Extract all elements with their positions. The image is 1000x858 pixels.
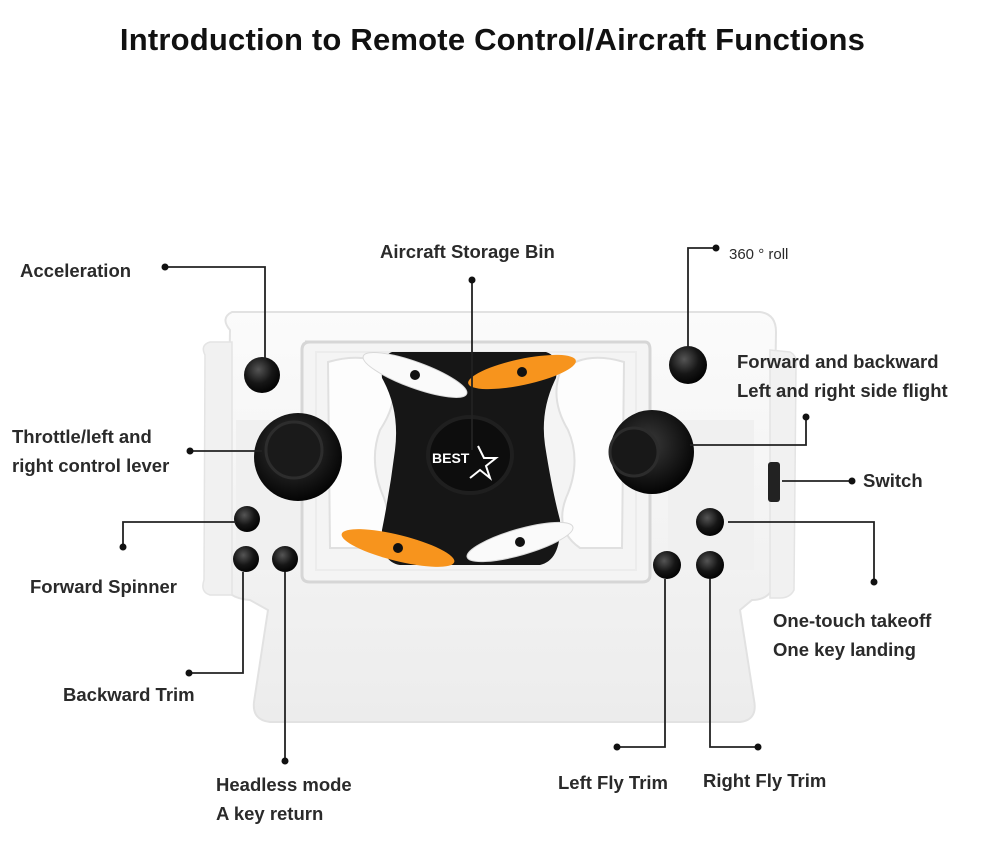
label-headless-line2: A key return: [216, 803, 324, 824]
label-left-fly-trim: Left Fly Trim: [558, 772, 668, 793]
leader-lines: [122, 247, 875, 761]
label-takeoff-line2: One key landing: [773, 639, 916, 660]
label-switch: Switch: [863, 470, 923, 491]
label-acceleration: Acceleration: [20, 260, 132, 281]
label-forward-backward-line2: Left and right side flight: [737, 380, 948, 401]
label-storage-bin: Aircraft Storage Bin: [380, 241, 555, 262]
acceleration-button: [244, 357, 280, 393]
page-title: Introduction to Remote Control/Aircraft …: [119, 22, 866, 57]
label-throttle: Throttle/left and right control lever: [12, 422, 169, 480]
label-takeoff-landing: One-touch takeoff One key landing: [773, 606, 931, 664]
headless-button: [272, 546, 298, 572]
left-fly-trim-button: [653, 551, 681, 579]
backward-trim-button: [233, 546, 259, 572]
label-right-fly-trim: Right Fly Trim: [703, 770, 827, 791]
drone: BEST: [341, 352, 576, 567]
label-forward-backward-line1: Forward and backward: [737, 351, 939, 372]
label-forward-backward: Forward and backward Left and right side…: [737, 347, 948, 405]
label-forward-spinner: Forward Spinner: [30, 576, 177, 597]
roll-button: [669, 346, 707, 384]
drone-logo: BEST: [432, 450, 470, 466]
leader-dots: [119, 244, 878, 765]
label-360-roll: 360 ° roll: [729, 246, 789, 263]
takeoff-button: [696, 508, 724, 536]
label-throttle-line1: Throttle/left and: [12, 426, 152, 447]
forward-spinner-button: [234, 506, 260, 532]
left-control-stick: [254, 413, 342, 501]
buttons: [233, 346, 724, 579]
label-headless-line1: Headless mode: [216, 774, 352, 795]
label-headless: Headless mode A key return: [216, 770, 352, 828]
right-control-stick: [608, 410, 694, 494]
right-fly-trim-button: [696, 551, 724, 579]
label-backward-trim: Backward Trim: [63, 684, 195, 705]
label-takeoff-line1: One-touch takeoff: [773, 610, 932, 631]
label-throttle-line2: right control lever: [12, 455, 170, 476]
